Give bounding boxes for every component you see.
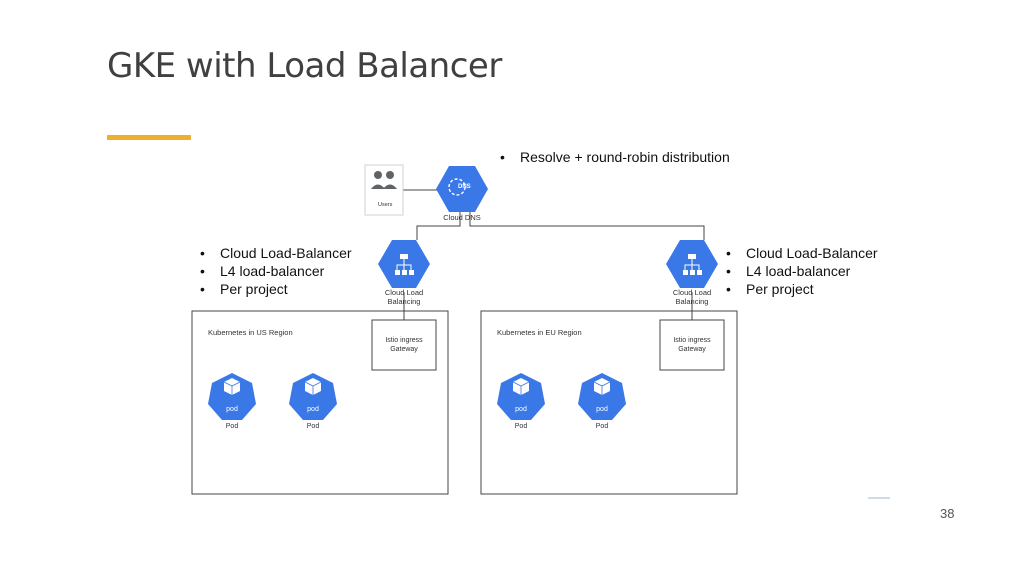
us-pod-1-badge: pod bbox=[226, 406, 238, 413]
eu-pod-2-label: Pod bbox=[595, 423, 609, 430]
connector-lines bbox=[403, 189, 705, 320]
us-gateway-line1: Istio ingress bbox=[385, 337, 423, 344]
bullet-item: Per project bbox=[198, 280, 352, 298]
dns-to-lb-right-line bbox=[469, 212, 705, 240]
dns-icon bbox=[436, 166, 488, 212]
us-region-box bbox=[191, 310, 449, 495]
us-gateway-label: Istio ingress Gateway bbox=[372, 336, 436, 354]
cloud-dns-node bbox=[436, 166, 488, 212]
cloud-dns-label: Cloud DNS bbox=[443, 213, 481, 222]
eu-gateway-box bbox=[659, 319, 725, 371]
eu-pod-2-badge: pod bbox=[596, 406, 608, 413]
lb-left-label: Cloud Load Balancing bbox=[374, 288, 434, 306]
eu-pod-2 bbox=[578, 373, 626, 420]
users-label: Users bbox=[378, 202, 393, 208]
dns-badge: DNS bbox=[458, 184, 471, 190]
us-gateway-box bbox=[371, 319, 437, 371]
dns-bullet-list: Resolve + round-robin distribution bbox=[498, 148, 730, 166]
users-card bbox=[364, 164, 404, 216]
eu-gateway-line1: Istio ingress bbox=[673, 337, 711, 344]
us-gateway-line2: Gateway bbox=[390, 346, 418, 353]
bullet-item: Resolve + round-robin distribution bbox=[498, 148, 730, 166]
eu-gateway-line2: Gateway bbox=[678, 346, 706, 353]
eu-region-label: Kubernetes in EU Region bbox=[497, 328, 582, 337]
cloud-lb-left-node bbox=[378, 240, 430, 288]
lb-right-label-line1: Cloud Load bbox=[672, 288, 712, 297]
bullet-item: L4 load-balancer bbox=[198, 262, 352, 280]
eu-pod-1 bbox=[497, 373, 545, 420]
eu-pod-1-badge: pod bbox=[515, 406, 527, 413]
pod-icon bbox=[208, 373, 256, 420]
us-region-label: Kubernetes in US Region bbox=[208, 328, 293, 337]
lb-left-label-line2: Balancing bbox=[387, 297, 421, 306]
lb-right-label-line2: Balancing bbox=[675, 297, 709, 306]
bullet-item: Cloud Load-Balancer bbox=[724, 244, 878, 262]
slide-title: GKE with Load Balancer bbox=[107, 46, 502, 86]
us-pod-2-badge: pod bbox=[307, 406, 319, 413]
us-pod-1 bbox=[208, 373, 256, 420]
pod-icon bbox=[289, 373, 337, 420]
users-icon bbox=[371, 171, 397, 189]
us-pod-2 bbox=[289, 373, 337, 420]
eu-pod-1-label: Pod bbox=[514, 423, 528, 430]
dns-to-lb-left-line bbox=[416, 212, 461, 240]
cloud-lb-right-node bbox=[666, 240, 718, 288]
right-lb-bullet-list: Cloud Load-Balancer L4 load-balancer Per… bbox=[724, 244, 878, 298]
lb-left-label-line1: Cloud Load bbox=[384, 288, 424, 297]
bullet-item: Per project bbox=[724, 280, 878, 298]
pod-icon bbox=[578, 373, 626, 420]
left-lb-bullet-list: Cloud Load-Balancer L4 load-balancer Per… bbox=[198, 244, 352, 298]
title-accent-bar bbox=[107, 135, 191, 140]
bullet-item: Cloud Load-Balancer bbox=[198, 244, 352, 262]
us-pod-1-label: Pod bbox=[225, 423, 239, 430]
bullet-item: L4 load-balancer bbox=[724, 262, 878, 280]
us-pod-2-label: Pod bbox=[306, 423, 320, 430]
page-number: 38 bbox=[940, 506, 955, 521]
eu-gateway-label: Istio ingress Gateway bbox=[660, 336, 724, 354]
eu-region-box bbox=[480, 310, 738, 495]
lb-right-label: Cloud Load Balancing bbox=[662, 288, 722, 306]
pod-icon bbox=[497, 373, 545, 420]
